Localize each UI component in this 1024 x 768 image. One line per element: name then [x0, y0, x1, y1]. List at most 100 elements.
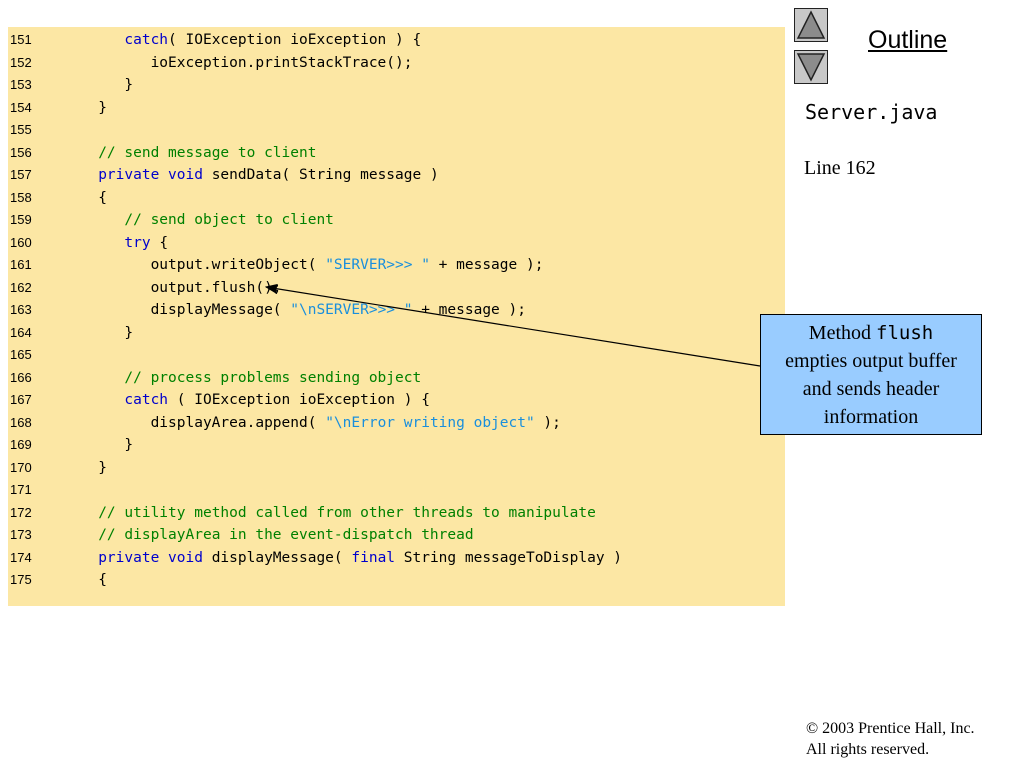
triangle-up-icon	[796, 10, 826, 39]
code-comment: // send object to client	[124, 212, 334, 228]
code-text: }	[98, 459, 107, 476]
code-keyword: void	[168, 549, 203, 566]
code-line-159: 159 // send object to client	[8, 209, 334, 231]
code-line-169: 169 }	[8, 434, 133, 456]
rights-text: All rights reserved.	[806, 741, 930, 758]
callout-prefix: Method	[808, 322, 876, 344]
line-number: 169	[10, 437, 32, 452]
code-comment: // send message to client	[98, 144, 317, 161]
code-text: }	[124, 77, 134, 93]
outline-link[interactable]: Outline	[868, 26, 948, 54]
code-keyword: catch	[124, 392, 169, 408]
callout-code-word: flush	[876, 322, 934, 344]
code-line-170: 170 }	[8, 457, 107, 479]
callout-line-4: information	[823, 406, 919, 428]
code-indent	[72, 527, 98, 543]
code-text: sendData( String message )	[202, 167, 439, 183]
code-indent	[72, 100, 98, 116]
line-number: 157	[10, 167, 32, 182]
line-number: 168	[10, 414, 32, 430]
next-slide-button[interactable]	[794, 50, 828, 84]
code-text: }	[124, 324, 134, 341]
code-text: {	[150, 234, 169, 251]
code-indent	[72, 392, 124, 408]
line-number: 158	[10, 189, 32, 205]
code-line-167: 167 catch ( IOException ioException ) {	[8, 389, 430, 411]
line-number: 154	[10, 99, 32, 115]
code-line-172: 172 // utility method called from other …	[8, 502, 596, 524]
file-name-label: Server.java	[805, 100, 938, 124]
code-text: ioException.printStackTrace();	[150, 54, 413, 71]
code-text: displayMessage(	[202, 549, 352, 566]
line-number: 166	[10, 369, 32, 385]
code-string: "\nError writing object"	[325, 414, 535, 431]
code-indent	[72, 280, 151, 296]
line-number: 171	[10, 482, 32, 497]
code-line-152: 152 ioException.printStackTrace();	[8, 52, 412, 74]
code-indent	[72, 437, 124, 453]
line-number: 159	[10, 212, 32, 227]
line-number: 155	[10, 122, 32, 137]
code-line-156: 156 // send message to client	[8, 142, 316, 164]
code-indent	[72, 370, 124, 386]
code-comment: // process problems sending object	[124, 369, 422, 386]
line-number: 153	[10, 77, 32, 92]
code-line-173: 173 // displayArea in the event-dispatch…	[8, 524, 474, 546]
code-line-162: 162 output.flush();	[8, 277, 282, 299]
line-number: 167	[10, 392, 32, 407]
code-line-153: 153 }	[8, 74, 133, 96]
code-text: }	[124, 437, 134, 453]
code-text: {	[98, 572, 107, 588]
code-indent	[72, 32, 124, 48]
code-line-155: 155	[8, 119, 72, 141]
code-text: );	[534, 414, 561, 431]
code-keyword: void	[168, 167, 203, 183]
code-keyword: final	[351, 549, 396, 566]
code-line-174: 174 private void displayMessage( final S…	[8, 547, 622, 569]
code-keyword: private	[98, 549, 160, 566]
code-line-171: 171	[8, 479, 72, 501]
line-number: 160	[10, 234, 32, 250]
callout-box: Method flush empties output buffer and s…	[760, 314, 982, 435]
code-indent	[72, 460, 98, 476]
code-text: displayMessage(	[150, 302, 291, 318]
line-reference-label: Line 162	[804, 157, 876, 179]
code-text: output.flush();	[150, 279, 282, 296]
code-line-158: 158 {	[8, 187, 107, 209]
code-indent	[72, 190, 98, 206]
code-indent	[72, 212, 124, 228]
line-number: 156	[10, 144, 32, 160]
code-indent	[72, 77, 124, 93]
line-number: 162	[10, 279, 32, 295]
code-comment: // utility method called from other thre…	[98, 504, 596, 521]
code-line-160: 160 try {	[8, 232, 168, 254]
line-number: 170	[10, 459, 32, 475]
code-line-175: 175 {	[8, 569, 107, 591]
code-text: displayArea.append(	[150, 414, 326, 431]
code-keyword: catch	[124, 32, 169, 48]
line-number: 174	[10, 549, 32, 565]
code-comment: // displayArea in the event-dispatch thr…	[98, 527, 474, 543]
code-indent	[72, 257, 151, 273]
code-line-168: 168 displayArea.append( "\nError writing…	[8, 412, 561, 434]
callout-line-2: empties output buffer	[785, 350, 957, 372]
line-number: 151	[10, 32, 32, 47]
code-indent	[72, 302, 151, 318]
code-text: ( IOException ioException ) {	[168, 32, 422, 48]
code-text: ( IOException ioException ) {	[168, 392, 430, 408]
copyright-text: 2003 Prentice Hall, Inc.	[818, 720, 975, 737]
code-text: + message );	[412, 302, 526, 318]
code-text: String messageToDisplay )	[395, 549, 623, 566]
previous-slide-button[interactable]	[794, 8, 828, 42]
code-indent	[72, 550, 98, 566]
code-indent	[72, 235, 124, 251]
line-number: 165	[10, 347, 32, 362]
code-indent	[72, 505, 98, 521]
line-number: 164	[10, 324, 32, 340]
code-text: output.writeObject(	[150, 257, 326, 273]
code-text: }	[98, 99, 107, 116]
code-line-164: 164 }	[8, 322, 133, 344]
line-number: 172	[10, 504, 32, 520]
code-text	[159, 167, 168, 183]
code-line-154: 154 }	[8, 97, 107, 119]
